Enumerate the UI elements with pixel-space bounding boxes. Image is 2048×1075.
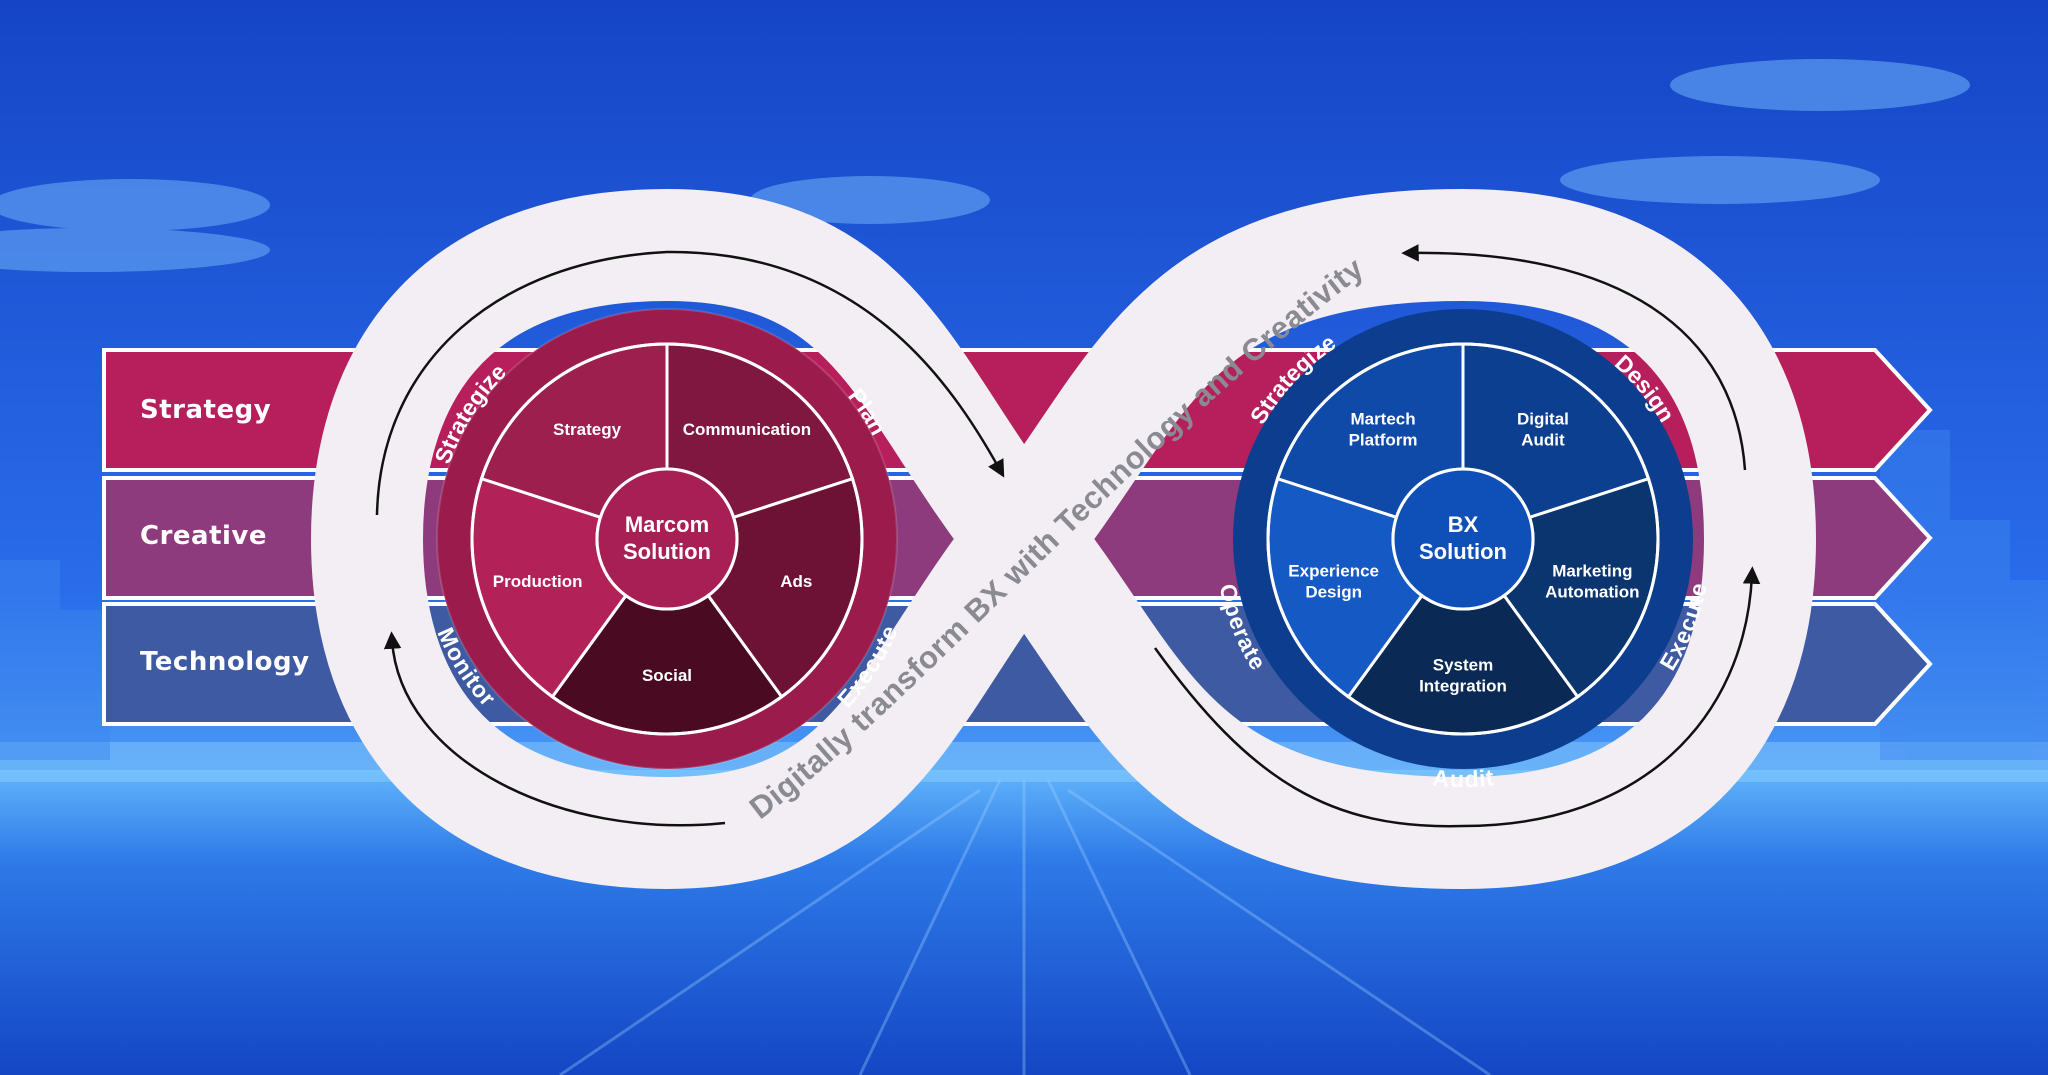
marcom-segment-ring xyxy=(470,342,864,736)
ground-background xyxy=(0,770,2048,1075)
band-label-technology: Technology xyxy=(140,647,310,677)
arrow-bottom-right xyxy=(1153,566,1761,828)
marcom-center-line-2: Solution xyxy=(623,539,711,564)
city-silhouette xyxy=(0,430,2048,760)
clouds xyxy=(0,59,1970,272)
marcom-segment-label: Ads xyxy=(780,572,812,591)
bx-segments xyxy=(1266,342,1660,736)
marcom-segment-label: Communication xyxy=(683,420,811,439)
bx-ring-audit: Audit xyxy=(1432,764,1496,792)
marcom-wheel: Marcom Solution Strategy CommunicationAds… xyxy=(429,308,902,770)
bx-segment-label: Platform xyxy=(1349,430,1418,449)
bx-center xyxy=(1391,467,1535,611)
arrow-top-right xyxy=(1401,244,1747,471)
bx-segment-label: Integration xyxy=(1419,677,1507,696)
arrow-bottom-left xyxy=(383,631,726,827)
bx-segment-label: Audit xyxy=(1521,430,1565,449)
bx-segment-label: Design xyxy=(1305,583,1362,602)
bx-segment-label: Experience xyxy=(1288,562,1379,581)
infinity-band xyxy=(311,189,1816,889)
bx-segment-label: Marketing xyxy=(1552,562,1632,581)
marcom-segment-label: Production xyxy=(493,572,583,591)
bx-center-line-1: BX xyxy=(1448,512,1479,537)
bx-segment-label: System xyxy=(1433,656,1493,675)
marcom-segment-label: Social xyxy=(642,666,692,685)
band-label-strategy: Strategy xyxy=(140,395,272,425)
marcom-center-line-1: Marcom xyxy=(625,512,709,537)
bx-segment-label: Digital xyxy=(1517,409,1569,428)
band-label-creative: Creative xyxy=(140,521,268,551)
arrow-top-left xyxy=(375,250,1005,516)
bx-segment-label: Automation xyxy=(1545,583,1639,602)
bx-segment-label: Martech xyxy=(1350,409,1415,428)
bx-center-line-2: Solution xyxy=(1419,539,1507,564)
road-lines xyxy=(559,779,1491,1075)
marcom-center xyxy=(595,467,739,611)
marcom-segments xyxy=(470,342,864,736)
marcom-segment-label: Strategy xyxy=(553,420,622,439)
bx-wheel: BX Solution MartechPlatformDigitalAuditM… xyxy=(1214,309,1712,792)
flow-arrows xyxy=(375,244,1761,828)
bx-segment-ring xyxy=(1266,342,1660,736)
